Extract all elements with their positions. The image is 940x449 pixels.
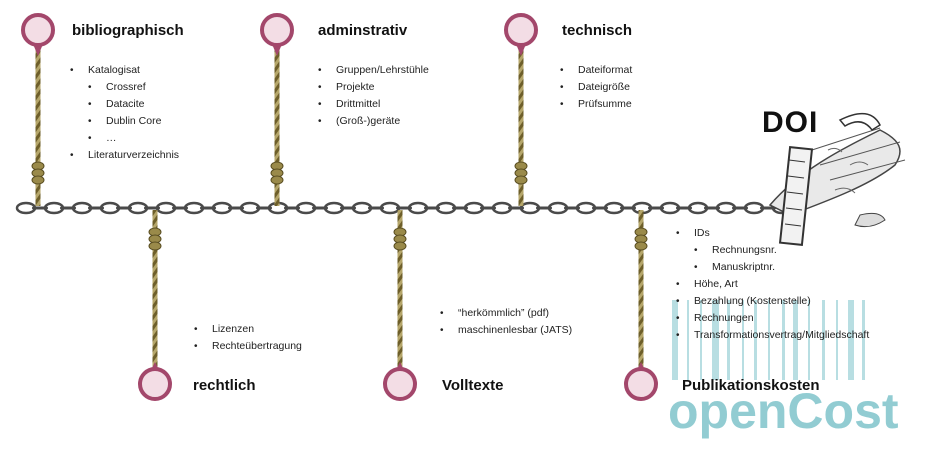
doi-label: DOI bbox=[762, 106, 819, 139]
rope-knot bbox=[393, 241, 407, 251]
list-publikationskosten: IDs Rechnungsnr. Manuskriptnr. Höhe, Art… bbox=[672, 225, 869, 344]
list-volltexte: “herkömmlich” (pdf) maschinenlesbar (JAT… bbox=[436, 305, 572, 339]
rope-top-2 bbox=[270, 44, 284, 206]
list-item: (Groß-)geräte bbox=[314, 113, 429, 130]
list-item: Prüfsumme bbox=[556, 96, 632, 113]
rope-top-1 bbox=[31, 44, 45, 206]
pin-top-1-icon bbox=[21, 13, 55, 47]
list-item: Dateiformat bbox=[556, 62, 632, 79]
title-publikationskosten: Publikationskosten bbox=[682, 377, 820, 394]
rope-knot bbox=[31, 175, 45, 185]
list-item: maschinenlesbar (JATS) bbox=[436, 322, 572, 339]
list-item: Transformationsvertrag/Mitgliedschaft bbox=[672, 327, 869, 344]
list-bibliographisch: Katalogisat Crossref Datacite Dublin Cor… bbox=[66, 62, 179, 164]
rope-knot bbox=[148, 241, 162, 251]
list-rechtlich: Lizenzen Rechteübertragung bbox=[190, 321, 302, 355]
title-technisch: technisch bbox=[562, 22, 633, 39]
list-item: Drittmittel bbox=[314, 96, 429, 113]
list-technisch: Dateiformat Dateigröße Prüfsumme bbox=[556, 62, 632, 113]
rope-strand bbox=[638, 210, 644, 370]
list-item: Crossref bbox=[66, 79, 179, 96]
rope-strand bbox=[274, 44, 280, 206]
rope-strand bbox=[518, 44, 524, 206]
pin-bottom-1-icon bbox=[138, 367, 172, 401]
list-item: “herkömmlich” (pdf) bbox=[436, 305, 572, 322]
rope-top-3 bbox=[514, 44, 528, 206]
opencost-logo-text: openCost bbox=[668, 383, 899, 439]
pin-tail bbox=[33, 44, 43, 56]
rope-bottom-3 bbox=[634, 210, 648, 370]
list-adminstrativ: Gruppen/Lehrstühle Projekte Drittmittel … bbox=[314, 62, 429, 130]
title-adminstrativ: adminstrativ bbox=[318, 22, 408, 39]
list-item: Dublin Core bbox=[66, 113, 179, 130]
list-item: Rechnungsnr. bbox=[672, 242, 869, 259]
rope-bottom-1 bbox=[148, 210, 162, 370]
rope-strand bbox=[152, 210, 158, 370]
list-item: Rechteübertragung bbox=[190, 338, 302, 355]
list-item: Lizenzen bbox=[190, 321, 302, 338]
list-item: Gruppen/Lehrstühle bbox=[314, 62, 429, 79]
list-item: IDs bbox=[672, 225, 869, 242]
pins bbox=[21, 13, 658, 401]
pin-bottom-3-icon bbox=[624, 367, 658, 401]
rope-knot bbox=[634, 241, 648, 251]
pin-tail bbox=[516, 44, 526, 56]
list-item: Katalogisat bbox=[66, 62, 179, 79]
list-item: Datacite bbox=[66, 96, 179, 113]
pin-bottom-2-icon bbox=[383, 367, 417, 401]
list-item: Bezahlung (Kostenstelle) bbox=[672, 293, 869, 310]
title-rechtlich: rechtlich bbox=[193, 377, 256, 394]
list-item: Dateigröße bbox=[556, 79, 632, 96]
pin-top-3-icon bbox=[504, 13, 538, 47]
title-volltexte: Volltexte bbox=[442, 377, 504, 394]
pin-tail bbox=[272, 44, 282, 56]
rope-bottom-2 bbox=[393, 210, 407, 370]
ropes bbox=[31, 44, 648, 370]
list-item: Rechnungen bbox=[672, 310, 869, 327]
list-item: Projekte bbox=[314, 79, 429, 96]
rope-strand bbox=[397, 210, 403, 370]
title-bibliographisch: bibliographisch bbox=[72, 22, 184, 39]
list-item: Literaturverzeichnis bbox=[66, 147, 179, 164]
rope-knot bbox=[514, 175, 528, 185]
anchor-icon bbox=[768, 112, 906, 246]
pin-top-2-icon bbox=[260, 13, 294, 47]
list-item: … bbox=[66, 130, 179, 147]
list-item: Manuskriptnr. bbox=[672, 259, 869, 276]
rope-strand bbox=[35, 44, 41, 206]
chain bbox=[15, 201, 793, 215]
rope-knot bbox=[270, 175, 284, 185]
list-item: Höhe, Art bbox=[672, 276, 869, 293]
